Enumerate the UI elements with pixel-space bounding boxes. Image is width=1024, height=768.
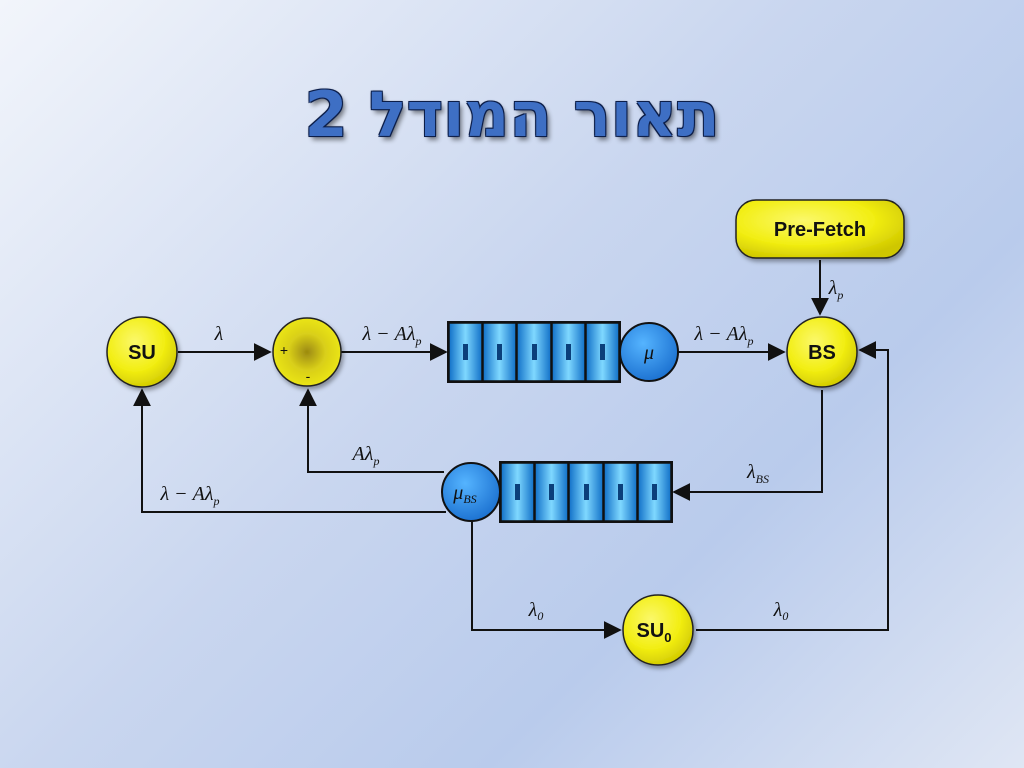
arrow-mubs-to-su0 [471, 520, 622, 639]
label-lambda-minus-alp-3: λ − Aλp [159, 483, 219, 508]
label-lambda-minus-alp-1: λ − Aλp [361, 323, 421, 348]
connectors [133, 260, 889, 639]
su-label: SU [128, 342, 156, 364]
mu-server [619, 322, 679, 382]
plus-sign: + [280, 342, 288, 358]
label-lambda-input: λ [214, 323, 224, 345]
queue-cell-marks [463, 344, 657, 500]
slide-title: תאור המודל 2 [304, 78, 720, 151]
arrow-feedback-to-sum [299, 388, 444, 473]
su0-label: SU0 [636, 620, 671, 645]
label-lambda-minus-alp-2: λ − Aλp [693, 323, 753, 348]
mu-label: μ [643, 342, 654, 364]
label-lambda-bs: λBS [746, 461, 769, 486]
prefetch-box [735, 199, 905, 259]
bs-label: BS [808, 342, 836, 364]
arrow-bs-to-queue2 [672, 390, 823, 501]
mu-bs-server [441, 462, 501, 522]
minus-sign: - [306, 368, 311, 384]
label-lambda0-left: λ0 [528, 599, 544, 623]
label-lambda-p: λp [828, 277, 844, 302]
summing-junction [272, 317, 342, 387]
prefetch-label: Pre-Fetch [774, 219, 866, 241]
mu-bs-label: μBS [452, 482, 476, 506]
label-a-lambda-p: Aλp [351, 443, 380, 468]
label-lambda0-right: λ0 [773, 599, 789, 623]
arrow-su0-to-bs [696, 341, 889, 631]
su0-node [622, 594, 694, 666]
bs-node [786, 316, 858, 388]
su-node [106, 316, 178, 388]
arrow-feedback-to-su [133, 388, 446, 513]
